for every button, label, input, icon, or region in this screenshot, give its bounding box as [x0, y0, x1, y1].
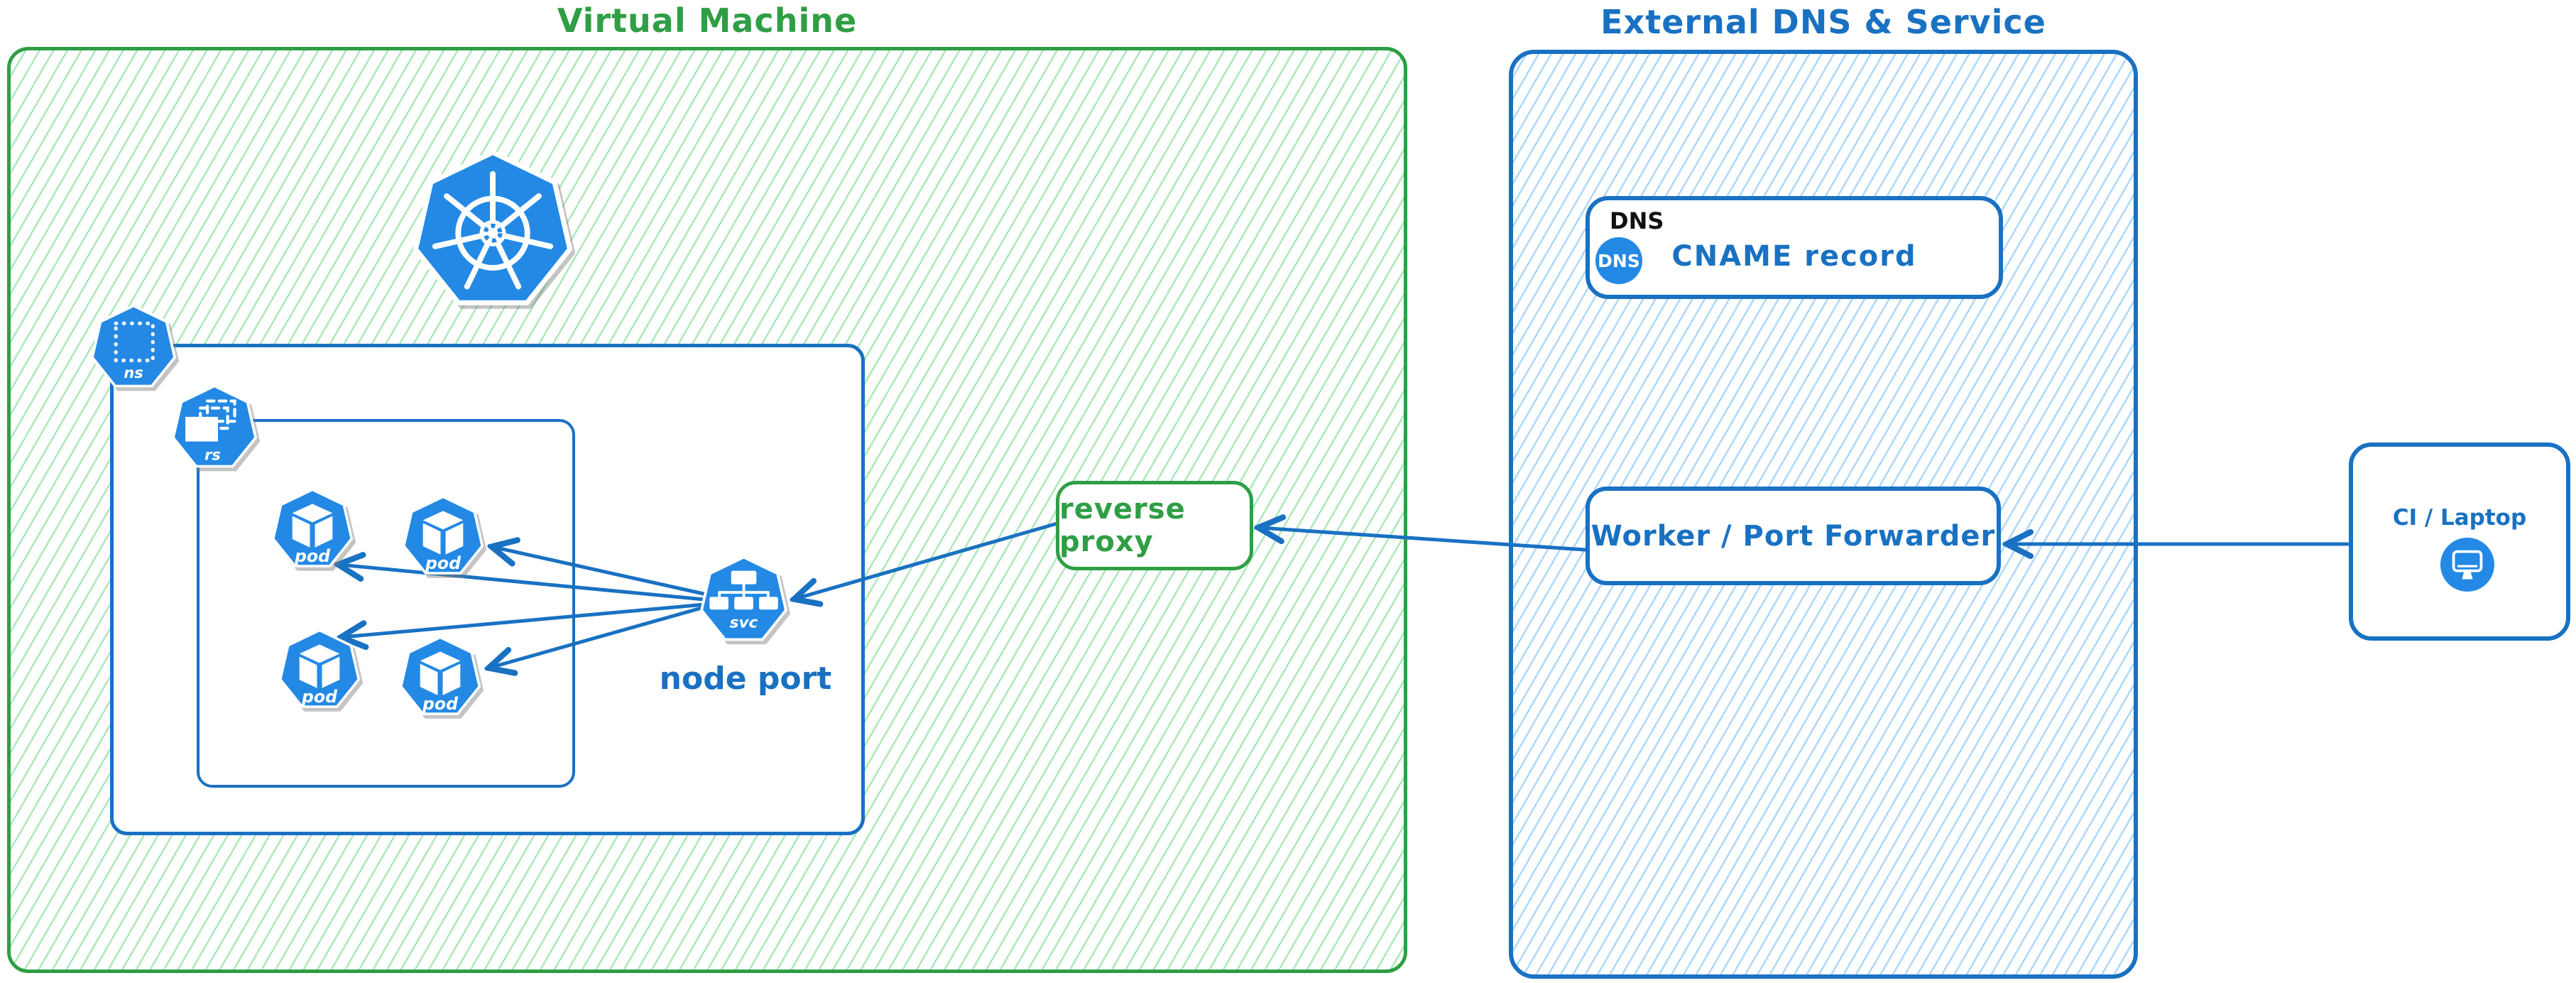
pod-icon-label: pod — [294, 546, 331, 566]
replicaset-icon: rs — [172, 384, 257, 468]
service-icon: svc — [700, 555, 787, 641]
namespace-icon: ns — [91, 304, 176, 388]
arrow-svc-to-pod3 — [342, 602, 715, 637]
pod-icon: pod — [272, 488, 353, 567]
arrow-reverseproxy-to-nodeport — [795, 521, 1059, 599]
dns-icon: DNS — [1595, 237, 1642, 284]
arrow-svc-to-pod4 — [490, 603, 714, 668]
cname-record-label: CNAME record — [1671, 240, 1917, 273]
pod-icon-label: pod — [301, 687, 338, 707]
namespace-icon-label: ns — [124, 364, 143, 381]
worker-port-forwarder-label: Worker / Port Forwarder — [1590, 519, 1996, 553]
node-port-label: node port — [659, 661, 832, 697]
pod-icon-label: pod — [425, 553, 462, 573]
worker-port-forwarder-box: Worker / Port Forwarder — [1586, 487, 2001, 585]
dns-record-box: DNS DNS CNAME record — [1586, 196, 2003, 299]
ci-laptop-label: CI / Laptop — [2392, 505, 2527, 531]
kubernetes-logo-icon — [410, 149, 575, 314]
vm-title: Virtual Machine — [557, 1, 858, 40]
reverse-proxy-box: reverse proxy — [1056, 481, 1253, 570]
replicaset-box — [197, 419, 575, 788]
dns-tag-label: DNS — [1610, 207, 1664, 234]
reverse-proxy-label: reverse proxy — [1059, 493, 1186, 558]
ci-laptop-box: CI / Laptop — [2349, 442, 2570, 641]
pod-icon: pod — [403, 495, 484, 575]
laptop-monitor-icon — [2440, 538, 2494, 592]
pod-icon-label: pod — [422, 694, 459, 714]
pod-icon: pod — [400, 636, 481, 715]
service-icon-label: svc — [730, 614, 758, 632]
pod-icon: pod — [279, 629, 360, 708]
arrow-svc-to-pod1 — [339, 565, 714, 602]
external-dns-title: External DNS & Service — [1600, 3, 2046, 41]
arrow-worker-to-reverseproxy — [1260, 528, 1587, 552]
replicaset-icon-label: rs — [204, 446, 221, 464]
arrow-svc-to-pod2 — [493, 547, 712, 597]
